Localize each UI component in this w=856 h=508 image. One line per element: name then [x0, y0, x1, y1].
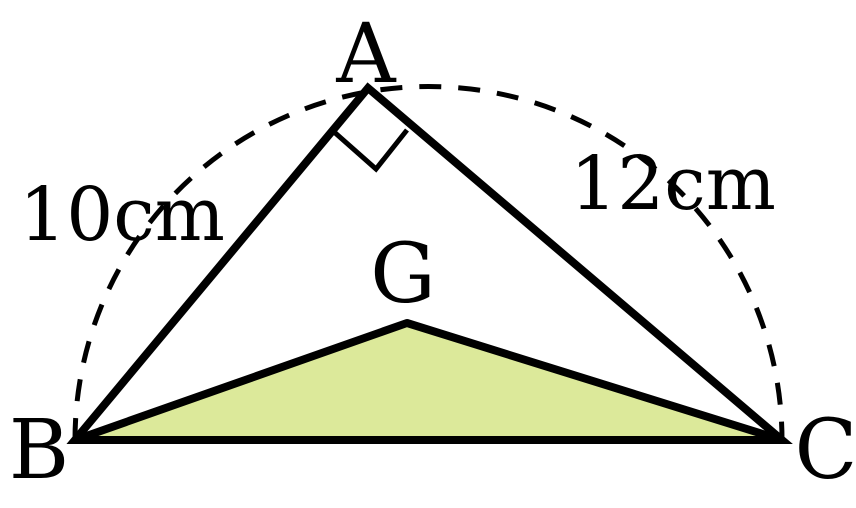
label-side-ab: 10cm: [19, 172, 225, 258]
dashed-semicircle: [72, 84, 785, 441]
shaded-triangle-bgc: [75, 323, 782, 440]
segments-bg-gc: [73, 319, 784, 444]
label-point-c: C: [795, 403, 856, 498]
label-point-a: A: [335, 7, 397, 102]
label-point-b: B: [9, 403, 69, 498]
triangle-abc: [66, 82, 793, 444]
label-point-g: G: [370, 227, 436, 322]
right-angle-mark: [331, 128, 409, 173]
label-side-ac: 12cm: [570, 141, 776, 227]
